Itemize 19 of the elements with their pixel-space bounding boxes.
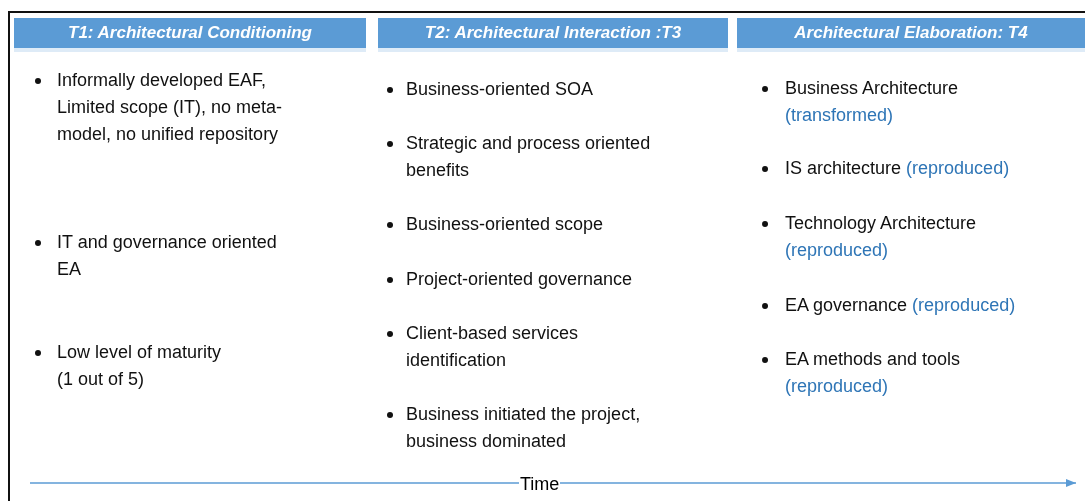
list-item-text: Project-oriented governance <box>406 269 633 289</box>
status-note: (reproduced) <box>785 240 889 260</box>
list-item-text: IS architecture <box>785 158 902 178</box>
status-note: (reproduced) <box>785 376 889 396</box>
list-item-text: Informally developed EAF, Limited scope (IT), no meta-model, no unified repository <box>57 70 283 144</box>
list-item-text: Business-oriented SOA <box>406 79 594 99</box>
status-note: (reproduced) <box>912 295 1016 315</box>
list-item-text: Technology Architecture <box>785 213 977 233</box>
status-note: (transformed) <box>785 105 894 125</box>
list-item-text: Strategic and process oriented benefits <box>406 133 651 180</box>
list-item-text: Low level of maturity (1 out of 5) <box>57 342 222 389</box>
list-item-text: Client-based services identification <box>406 323 579 370</box>
list-item-text: EA governance <box>785 295 908 315</box>
list-item-text: Business-oriented scope <box>406 214 604 234</box>
status-note: (reproduced) <box>906 158 1010 178</box>
list-item-text: Business initiated the project, business dominated <box>406 404 641 451</box>
list-item-text: Business Architecture <box>785 78 959 98</box>
list-item-text: EA methods and tools <box>785 349 961 369</box>
list-item-text: IT and governance oriented EA <box>57 232 277 279</box>
